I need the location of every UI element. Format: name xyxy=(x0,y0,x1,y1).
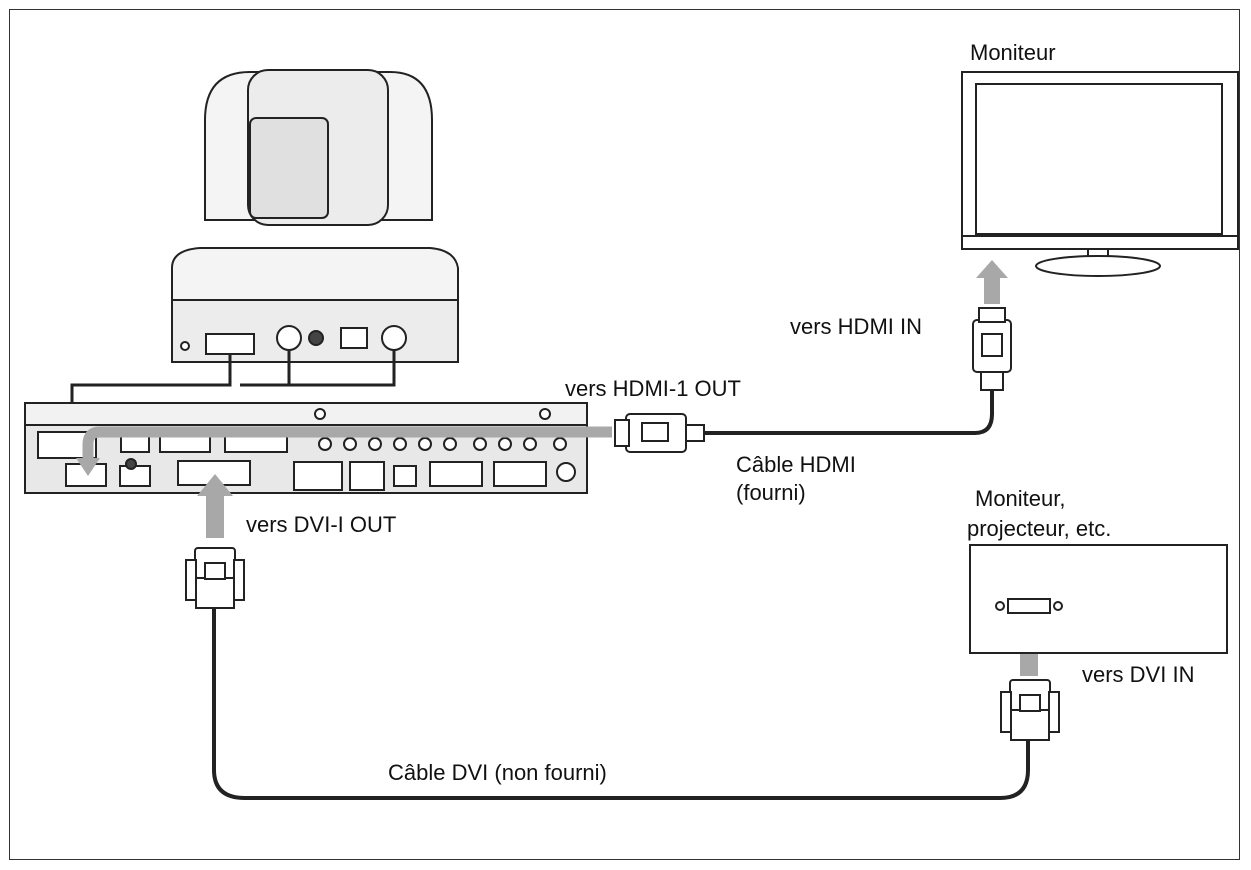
dvi-cable-label: Câble DVI (non fourni) xyxy=(388,760,607,785)
hdmi-cable-label-2: (fourni) xyxy=(736,480,806,505)
diagram-frame xyxy=(9,9,1240,860)
hdmi-out-arrowhead xyxy=(76,458,100,476)
hdmi-in-label: vers HDMI IN xyxy=(790,314,922,339)
control-unit xyxy=(24,402,588,494)
ptz-camera xyxy=(171,69,459,363)
hdmi-cable xyxy=(704,388,994,435)
dvi-in-label: vers DVI IN xyxy=(1082,662,1195,687)
dvi-out-arrow xyxy=(206,490,224,538)
monitor-tv xyxy=(961,71,1239,277)
monitor-label: Moniteur xyxy=(970,40,1056,65)
monitor-projector-label-2: projecteur, etc. xyxy=(967,516,1112,541)
dvi-plug-projector xyxy=(1000,679,1060,741)
hdmi-cable-label-1: Câble HDMI xyxy=(736,452,856,477)
dvii-out-label: vers DVI-I OUT xyxy=(246,512,397,537)
hdmi-plug-monitor xyxy=(972,307,1012,391)
hdmi-in-arrow xyxy=(984,274,1000,304)
dvi-plug-panel xyxy=(185,547,245,609)
monitor-projector-box xyxy=(969,544,1228,654)
hdmi1-out-label: vers HDMI-1 OUT xyxy=(565,376,741,401)
monitor-projector-label-1: Moniteur, xyxy=(975,486,1066,511)
dvi-out-arrowhead xyxy=(197,474,233,496)
hdmi-plug-panel xyxy=(614,413,705,453)
dvi-cable xyxy=(212,608,1030,800)
hdmi-out-arrow xyxy=(82,426,612,462)
hdmi-in-arrowhead xyxy=(976,260,1008,278)
